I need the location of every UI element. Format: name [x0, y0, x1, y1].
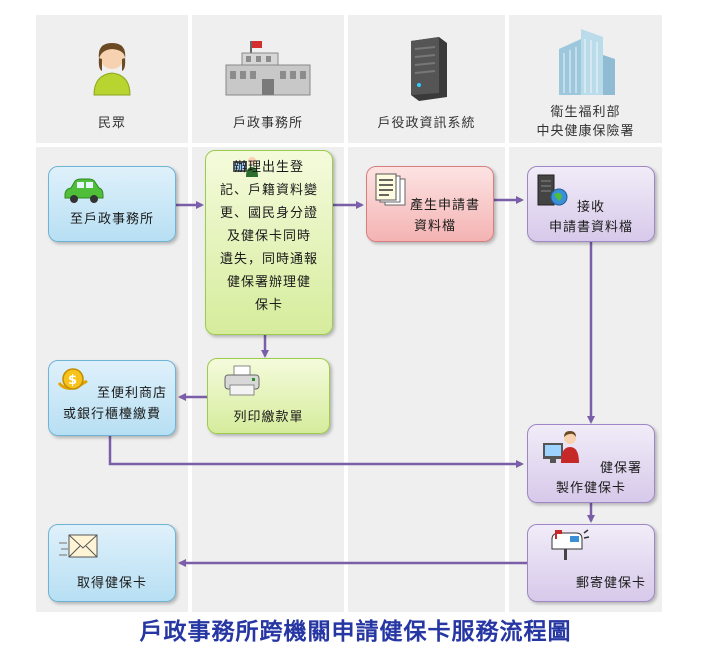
lane-label-nhi-line1: 衛生福利部 — [550, 105, 621, 120]
box-mail-card: 郵寄健保卡 — [527, 524, 655, 602]
diagram-title: 戶政事務所跨機關申請健保卡服務流程圖 — [139, 618, 572, 645]
receive-line-2: 申請書資料檔 — [548, 220, 633, 235]
generate-line-1: 產生申請書 — [409, 198, 480, 213]
process-line-7: 保卡 — [254, 298, 283, 313]
box-process-application: 辦理出生登 記、戶籍資料變 更、國民身分證 及健保卡同時 遺失，同時通報 健保署… — [205, 150, 333, 335]
worker-computer-icon — [543, 431, 579, 463]
lane-header-registration-system: 戶役政資訊系統 — [348, 15, 505, 143]
mailbox-icon — [551, 529, 590, 560]
label-get-card: 取得健保卡 — [76, 576, 147, 591]
process-line-5: 遺失，同時通報 — [219, 252, 318, 267]
tall-building-icon — [558, 29, 615, 95]
box-get-card: 取得健保卡 — [48, 524, 176, 602]
process-line-3: 更、國民身分證 — [219, 206, 318, 221]
person-icon — [93, 43, 131, 96]
process-line-6: 健保署辦理健 — [226, 275, 311, 290]
printer-icon — [224, 365, 260, 396]
clerk-computer-icon — [233, 157, 258, 177]
lane-header-citizen: 民眾 — [36, 15, 188, 143]
receive-line-1: 接收 — [576, 200, 605, 215]
lane-label-registration-system: 戶役政資訊系統 — [377, 116, 476, 131]
pay-line-1: 至便利商店 — [96, 386, 167, 401]
car-icon — [64, 178, 104, 203]
box-pay-fee: $ 至便利商店 或銀行櫃檯繳費 — [48, 360, 176, 436]
svg-text:$: $ — [68, 373, 78, 388]
arrow-pay-to-make — [108, 436, 524, 468]
box-generate-file: 產生申請書 資料檔 — [366, 166, 494, 242]
make-line-2: 製作健保卡 — [555, 481, 626, 496]
label-mail-card: 郵寄健保卡 — [575, 576, 646, 591]
process-line-4: 及健保卡同時 — [226, 229, 311, 244]
lane-label-citizen: 民眾 — [97, 116, 126, 131]
box-go-to-office: 至戶政事務所 — [48, 166, 176, 242]
process-line-1: 辦理出生登 — [233, 160, 304, 175]
generate-line-2: 資料檔 — [413, 219, 456, 234]
lane-label-nhi-line2: 中央健康保險署 — [536, 124, 635, 139]
box-make-card: 健保署 製作健保卡 — [527, 424, 655, 503]
label-print-slip: 列印繳款單 — [233, 410, 304, 425]
process-line-2: 記、戶籍資料變 — [219, 183, 318, 198]
label-go-to-office: 至戶政事務所 — [69, 212, 154, 227]
office-building-icon — [225, 41, 311, 96]
server-globe-icon — [537, 174, 568, 206]
box-receive-file: 接收 申請書資料檔 — [527, 166, 655, 242]
server-icon — [410, 37, 447, 101]
lane-header-household-office: 戶政事務所 — [192, 15, 344, 143]
box-print-slip: 列印繳款單 — [207, 358, 330, 434]
envelope-icon — [59, 534, 98, 558]
make-line-1: 健保署 — [599, 461, 642, 476]
coin-icon: $ — [57, 368, 88, 390]
lane-header-nhi: 衛生福利部 中央健康保險署 — [509, 15, 662, 143]
lane-label-household-office: 戶政事務所 — [232, 116, 303, 131]
pay-line-2: 或銀行櫃檯繳費 — [62, 407, 161, 422]
documents-icon — [375, 173, 406, 206]
